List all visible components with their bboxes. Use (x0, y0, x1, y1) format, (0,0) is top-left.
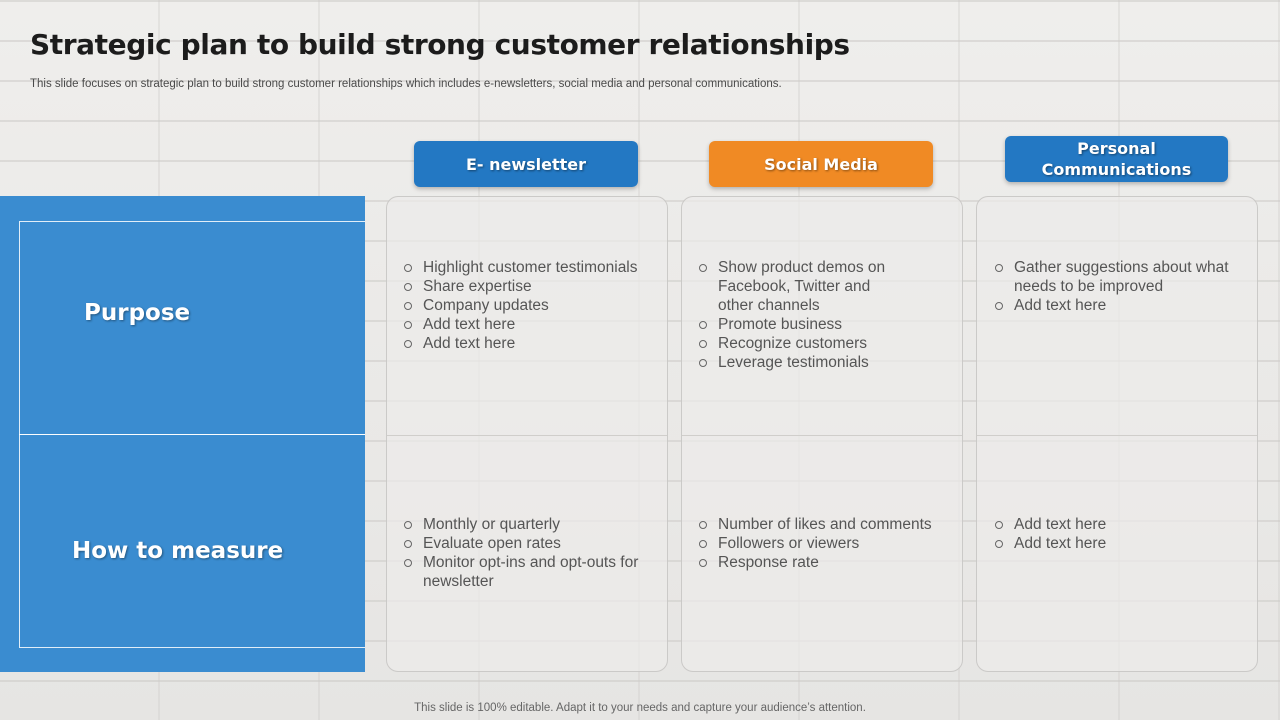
card-divider (682, 435, 962, 436)
list-item: Show product demos on Facebook, Twitter … (699, 258, 899, 315)
list-item: Promote business (699, 315, 899, 334)
purpose-list-e-newsletter: Highlight customer testimonials Share ex… (404, 258, 656, 353)
list-item: Response rate (699, 553, 957, 572)
purpose-list-social-media: Show product demos on Facebook, Twitter … (699, 258, 899, 372)
column-header-social-media: Social Media (709, 141, 933, 187)
row-label-how-to-measure: How to measure (72, 538, 284, 564)
column-header-label: Personal Communications (1041, 139, 1192, 179)
card-e-newsletter (386, 196, 668, 672)
list-item: Add text here (995, 515, 1245, 534)
measure-list-social-media: Number of likes and comments Followers o… (699, 515, 957, 572)
column-header-e-newsletter: E- newsletter (414, 141, 638, 187)
list-item: Add text here (995, 296, 1245, 315)
slide-subtitle: This slide focuses on strategic plan to … (30, 78, 782, 90)
purpose-row-box (19, 221, 365, 435)
measure-list-personal-communications: Add text here Add text here (995, 515, 1245, 553)
card-divider (387, 435, 667, 436)
list-item: Share expertise (404, 277, 656, 296)
list-item: Company updates (404, 296, 656, 315)
column-header-label: E- newsletter (465, 154, 587, 174)
list-item: Add text here (404, 334, 656, 353)
slide-footer: This slide is 100% editable. Adapt it to… (414, 702, 866, 714)
list-item: Highlight customer testimonials (404, 258, 656, 277)
list-item: Leverage testimonials (699, 353, 899, 372)
list-item: Evaluate open rates (404, 534, 656, 553)
list-item: Gather suggestions about what needs to b… (995, 258, 1245, 296)
card-divider (977, 435, 1257, 436)
slide-title: Strategic plan to build strong customer … (30, 28, 850, 61)
column-header-label: Social Media (764, 154, 878, 174)
list-item: Monthly or quarterly (404, 515, 656, 534)
measure-row-box (19, 434, 365, 648)
list-item: Followers or viewers (699, 534, 957, 553)
list-item: Add text here (995, 534, 1245, 553)
purpose-list-personal-communications: Gather suggestions about what needs to b… (995, 258, 1245, 315)
list-item: Recognize customers (699, 334, 899, 353)
card-personal-communications (976, 196, 1258, 672)
list-item: Add text here (404, 315, 656, 334)
column-header-personal-communications: Personal Communications (1005, 136, 1228, 182)
list-item: Monitor opt-ins and opt-outs for newslet… (404, 553, 656, 591)
card-social-media (681, 196, 963, 672)
measure-list-e-newsletter: Monthly or quarterly Evaluate open rates… (404, 515, 656, 591)
row-label-purpose: Purpose (84, 300, 191, 326)
list-item: Number of likes and comments (699, 515, 957, 534)
